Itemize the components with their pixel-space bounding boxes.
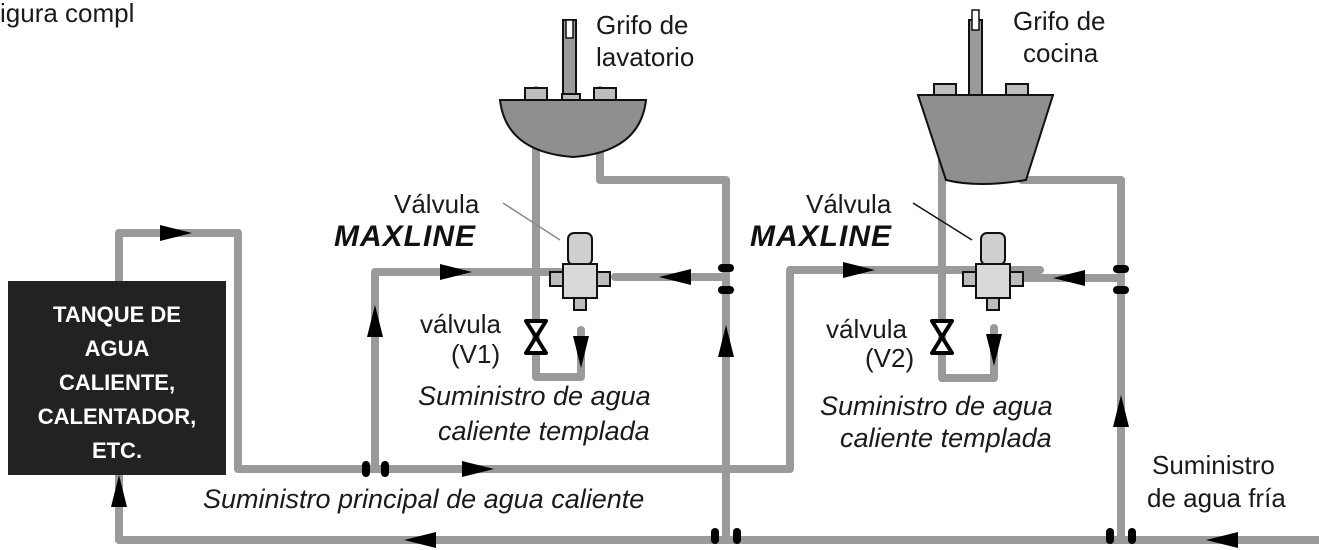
tempered-right-label-1: Suministro de agua <box>820 391 1053 421</box>
main-hot-label: Suministro principal de agua caliente <box>203 484 644 514</box>
tempered-left-label-2: caliente templada <box>438 416 650 446</box>
faucet-right-label-2: cocina <box>1023 38 1099 68</box>
tank-label-line-4: CALENTADOR, <box>38 404 196 429</box>
heading-fragment: igura compl <box>0 0 134 28</box>
tempered-left-label-1: Suministro de agua <box>418 381 651 411</box>
pipe-network <box>115 86 1319 544</box>
valve-left-brand: MAXLINE <box>334 220 476 253</box>
valve-right-brand: MAXLINE <box>750 220 892 253</box>
hot-branch-left-pipe <box>371 268 564 473</box>
hot-water-tank: TANQUE DE AGUA CALIENTE, CALENTADOR, ETC… <box>8 281 226 475</box>
maxline-valve-left <box>549 232 611 311</box>
faucet-left-label-1: Grifo de <box>596 10 689 40</box>
shutoff-v1-label-1: válvula <box>420 309 501 339</box>
lavatory-sink <box>498 19 648 159</box>
tee-junctions <box>362 264 1136 544</box>
shutoff-v2-label-2: (V2) <box>865 343 914 373</box>
hot-loop-pipe <box>115 229 1044 473</box>
faucet-right-label-1: Grifo de <box>1013 6 1106 36</box>
tank-label-line-2: AGUA <box>85 336 150 361</box>
faucet-left-label-2: lavatorio <box>596 42 694 72</box>
kitchen-sink <box>916 9 1055 185</box>
cold-supply-label-1: Suministro <box>1152 450 1275 480</box>
flow-arrows <box>111 225 1238 548</box>
maxline-valve-right <box>962 232 1024 311</box>
leader-line-right <box>912 202 973 241</box>
shutoff-v1-label-2: (V1) <box>451 339 500 369</box>
valve-left-label: Válvula <box>394 189 480 219</box>
tank-label-line-1: TANQUE DE <box>53 302 181 327</box>
shutoff-valve-v1 <box>524 319 548 355</box>
shutoff-valve-v2 <box>930 319 954 355</box>
shutoff-v2-label-1: válvula <box>826 314 907 344</box>
cold-riser-right-pipe <box>1018 91 1125 544</box>
tank-label-line-3: CALIENTE, <box>59 370 175 395</box>
tank-label-line-5: ETC. <box>92 438 142 463</box>
leader-line-left <box>502 202 561 241</box>
valve-right-label: Válvula <box>806 189 892 219</box>
tempered-right-label-2: caliente templada <box>840 423 1052 453</box>
cold-supply-label-2: de agua fría <box>1147 483 1286 513</box>
